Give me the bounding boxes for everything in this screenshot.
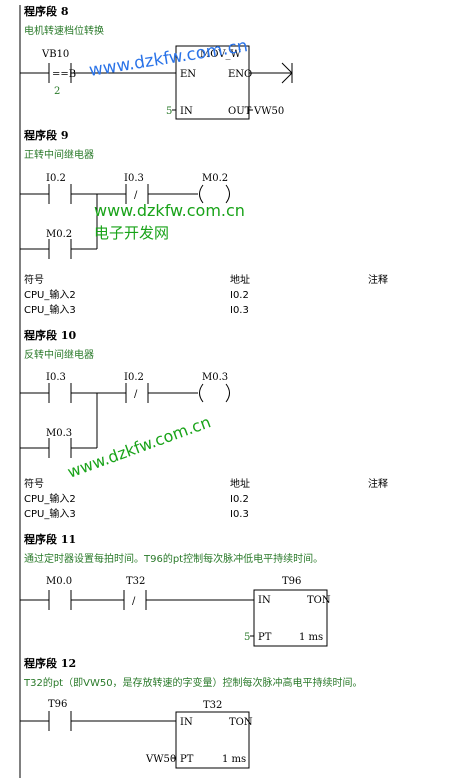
contact-label: I0.2: [46, 173, 66, 184]
in-value: 5: [166, 106, 172, 117]
end-arrow-icon: [281, 62, 293, 74]
timer-type: TON: [229, 717, 253, 728]
coil-label: M0.3: [202, 372, 228, 383]
timer-type: TON: [307, 595, 331, 606]
contact-label: I0.3: [46, 372, 66, 383]
segment-8: 程序段 8 电机转速档位转换 VB10 ==B 2 MOV_W EN ENO I…: [20, 4, 293, 120]
coil-icon: [199, 184, 204, 204]
en-pin: EN: [180, 69, 196, 80]
compare-value: 2: [54, 86, 60, 97]
timer-label: T96: [282, 576, 301, 587]
out-value: VW50: [253, 106, 284, 117]
segment-comment: 电机转速档位转换: [24, 24, 104, 37]
parallel-contact-label: M0.3: [46, 428, 72, 439]
segment-comment: 反转中间继电器: [24, 348, 94, 361]
table-header-address: 地址: [230, 273, 250, 286]
parallel-contact-label: M0.2: [46, 229, 72, 240]
table-cell: I0.2: [230, 494, 249, 505]
nc-symbol: /: [132, 596, 136, 607]
segment-title: 程序段 10: [24, 328, 76, 342]
timer-unit: 1 ms: [299, 632, 323, 643]
table-header-comment: 注释: [368, 273, 388, 286]
segment-comment: T32的pt（即VW50，是存放转速的字变量）控制每次脉冲高电平持续时间。: [23, 676, 363, 689]
table-header-symbol: 符号: [24, 273, 44, 286]
segment-title: 程序段 12: [24, 656, 76, 670]
table-cell: CPU_输入3: [24, 507, 76, 520]
nc-symbol: /: [134, 389, 138, 400]
contact-label: T96: [48, 699, 67, 710]
table-cell: CPU_输入3: [24, 303, 76, 316]
compare-operator: ==B: [52, 69, 76, 80]
segment-title: 程序段 9: [24, 128, 68, 142]
out-pin: OUT: [228, 106, 252, 117]
contact-address: VB10: [41, 49, 69, 60]
table-cell: I0.3: [230, 305, 249, 316]
contact-label: M0.0: [46, 576, 72, 587]
in-pin: IN: [258, 595, 271, 606]
timer-unit: 1 ms: [222, 754, 246, 765]
ton-timer-block: [175, 711, 250, 769]
segment-comment: 正转中间继电器: [24, 148, 94, 161]
pt-pin: PT: [180, 754, 194, 765]
segment-10: 程序段 10 反转中间继电器 I0.3 I0.2 / M0.3 M0.3 www…: [20, 328, 388, 520]
in-pin: IN: [180, 717, 193, 728]
nc-contact-label: T32: [126, 576, 145, 587]
block-name: MOV_W: [200, 49, 241, 60]
watermark-cn: 电子开发网: [94, 224, 169, 242]
table-cell: I0.2: [230, 290, 249, 301]
table-header-comment: 注释: [368, 477, 388, 490]
table-cell: CPU_输入2: [24, 288, 76, 301]
nc-contact-label: I0.2: [124, 372, 144, 383]
coil-icon: [199, 383, 204, 403]
segment-title: 程序段 8: [24, 4, 69, 18]
ton-timer-block: [253, 589, 328, 647]
segment-9: 程序段 9 正转中间继电器 I0.2 I0.3 / M0.2 M0.2 www.…: [20, 128, 388, 316]
segment-title: 程序段 11: [24, 532, 76, 546]
segment-11: 程序段 11 通过定时器设置每拍时间。T96的pt控制每次脉冲低电平持续时间。 …: [20, 532, 331, 647]
watermark-url: www.dzkfw.com.cn: [94, 201, 245, 220]
pt-value: VW50: [145, 754, 176, 765]
eno-pin: ENO: [228, 69, 252, 80]
nc-symbol: /: [134, 190, 138, 201]
pt-pin: PT: [258, 632, 272, 643]
table-header-symbol: 符号: [24, 477, 44, 490]
segment-12: 程序段 12 T32的pt（即VW50，是存放转速的字变量）控制每次脉冲高电平持…: [20, 656, 363, 769]
pt-value: 5: [244, 632, 250, 643]
watermark-url: www.dzkfw.com.cn: [65, 412, 213, 481]
in-pin: IN: [180, 106, 193, 117]
table-cell: I0.3: [230, 509, 249, 520]
segment-comment: 通过定时器设置每拍时间。T96的pt控制每次脉冲低电平持续时间。: [24, 552, 323, 565]
table-cell: CPU_输入2: [24, 492, 76, 505]
table-header-address: 地址: [230, 477, 250, 490]
coil-label: M0.2: [202, 173, 228, 184]
mov-w-block: [175, 45, 250, 120]
timer-label: T32: [203, 700, 222, 711]
nc-contact-label: I0.3: [124, 173, 144, 184]
